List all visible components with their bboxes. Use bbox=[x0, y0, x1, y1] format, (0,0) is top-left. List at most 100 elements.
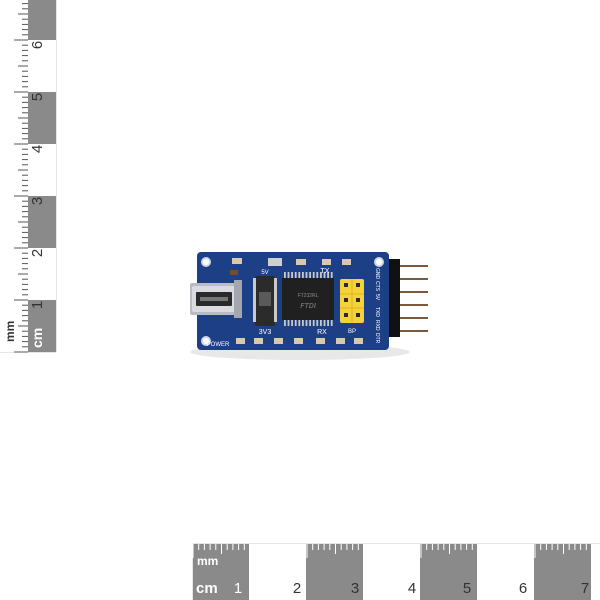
pin-label: CTS bbox=[374, 281, 380, 292]
left-ruler-block bbox=[28, 144, 56, 196]
chip-pin bbox=[302, 319, 304, 326]
mounting-hole-center bbox=[203, 338, 209, 344]
smd-resistor bbox=[254, 338, 263, 344]
smd-resistor bbox=[354, 338, 363, 344]
chip-pins-top bbox=[284, 272, 333, 279]
bottom-ruler-number: 6 bbox=[519, 580, 527, 597]
switch-pin bbox=[253, 278, 256, 322]
bottom-ruler-block bbox=[591, 572, 600, 600]
chip-pin bbox=[327, 319, 329, 326]
bottom-ruler-block bbox=[306, 572, 363, 600]
switch-5v-label: 5V bbox=[261, 270, 268, 276]
chip-pin bbox=[284, 272, 286, 279]
voltage-switch bbox=[253, 276, 277, 326]
chip-pin bbox=[309, 319, 311, 326]
bottom-ruler-number: 2 bbox=[293, 580, 301, 597]
left-ruler-number: 2 bbox=[29, 249, 46, 257]
left-ruler-block bbox=[28, 248, 56, 300]
chip-pin bbox=[320, 319, 322, 326]
header-plastic bbox=[386, 259, 400, 337]
left-ruler-mm-strip bbox=[0, 0, 28, 352]
switch-knob bbox=[259, 292, 271, 306]
chip-pin bbox=[305, 319, 308, 326]
left-ruler-number: 3 bbox=[29, 197, 46, 205]
switch-pin bbox=[274, 278, 277, 322]
ftdi-chip: FT232RL FTDI bbox=[282, 272, 334, 326]
left-ruler-block bbox=[28, 196, 56, 248]
bottom-ruler-cm-label: cm bbox=[196, 580, 218, 597]
chip-pin bbox=[291, 319, 293, 326]
jumper-label: BP bbox=[348, 329, 356, 335]
rx-label: RX bbox=[317, 329, 327, 336]
chip-pin bbox=[330, 272, 333, 279]
left-ruler-number: 4 bbox=[29, 145, 46, 153]
chip-pins-bottom bbox=[284, 319, 333, 326]
chip-pin bbox=[305, 272, 308, 279]
pin-label: TXD bbox=[374, 307, 380, 317]
left-ruler-number: 5 bbox=[29, 93, 46, 101]
pin-labels: GND CTS 5V TXD RXD DTR bbox=[374, 268, 380, 344]
chip-pin bbox=[298, 319, 301, 326]
smd-capacitor bbox=[268, 258, 282, 266]
chip-pin bbox=[302, 272, 304, 279]
chip-pin bbox=[323, 319, 326, 326]
left-ruler-block bbox=[28, 40, 56, 92]
smd-resistor bbox=[236, 338, 245, 344]
bottom-ruler-number: 5 bbox=[463, 580, 471, 597]
bottom-ruler-block bbox=[363, 572, 420, 600]
tx-label: TX bbox=[321, 268, 330, 275]
bottom-ruler: mm cm 1 2 3 4 5 6 7 bbox=[192, 543, 600, 600]
left-ruler-ticks bbox=[14, 3, 28, 353]
left-ruler-block bbox=[28, 92, 56, 144]
bottom-ruler-number: 1 bbox=[234, 580, 242, 597]
chip-pin bbox=[316, 272, 319, 279]
smd-resistor bbox=[342, 259, 351, 265]
chip-body bbox=[282, 278, 334, 320]
smd-resistor bbox=[316, 338, 325, 344]
smd-components bbox=[230, 258, 363, 344]
header-pins bbox=[385, 259, 428, 337]
voltage-label: 3V3 bbox=[259, 329, 272, 336]
bottom-ruler-mm-block bbox=[477, 544, 534, 572]
chip-pin bbox=[294, 319, 297, 326]
smd-resistor bbox=[296, 259, 306, 265]
chip-pin bbox=[309, 272, 311, 279]
chip-pin bbox=[320, 272, 322, 279]
chip-pin bbox=[284, 319, 286, 326]
usb-connector bbox=[190, 280, 242, 318]
chip-pin bbox=[312, 272, 315, 279]
jumper-block bbox=[340, 279, 364, 323]
chip-marking: FT232RL bbox=[298, 293, 319, 299]
smd-resistor bbox=[232, 258, 242, 264]
bottom-ruler-block bbox=[534, 572, 591, 600]
left-ruler-cm-label: cm bbox=[29, 328, 45, 348]
chip-pin bbox=[294, 272, 297, 279]
bottom-ruler-mm-block bbox=[363, 544, 420, 572]
usb-tongue bbox=[200, 297, 228, 301]
mounting-hole-center bbox=[203, 259, 209, 265]
smd-resistor bbox=[322, 259, 331, 265]
pin-label: 5V bbox=[374, 294, 380, 301]
pin-label: DTR bbox=[374, 333, 380, 344]
chip-pin bbox=[316, 319, 319, 326]
left-ruler-mm-label: mm bbox=[3, 321, 17, 342]
bottom-ruler-block bbox=[193, 572, 249, 600]
ftdi-board: 5V 3V3 FT232RL FTDI TX RX BP bbox=[190, 252, 428, 360]
chip-pin bbox=[287, 272, 290, 279]
left-ruler-number: 6 bbox=[29, 41, 46, 49]
chip-pin bbox=[330, 319, 333, 326]
smd-resistor bbox=[274, 338, 283, 344]
chip-pin bbox=[312, 319, 315, 326]
bottom-ruler-ticks bbox=[192, 544, 599, 558]
left-ruler-block bbox=[28, 300, 56, 352]
left-ruler: mm cm 1 2 3 4 5 6 bbox=[0, 0, 57, 353]
pin-label: GND bbox=[374, 268, 380, 280]
chip-pin bbox=[291, 272, 293, 279]
smd-resistor bbox=[294, 338, 303, 344]
bottom-ruler-block bbox=[477, 572, 534, 600]
bottom-ruler-number: 4 bbox=[408, 580, 416, 597]
mounting-hole-center bbox=[376, 259, 382, 265]
power-label: POWER bbox=[207, 342, 230, 348]
